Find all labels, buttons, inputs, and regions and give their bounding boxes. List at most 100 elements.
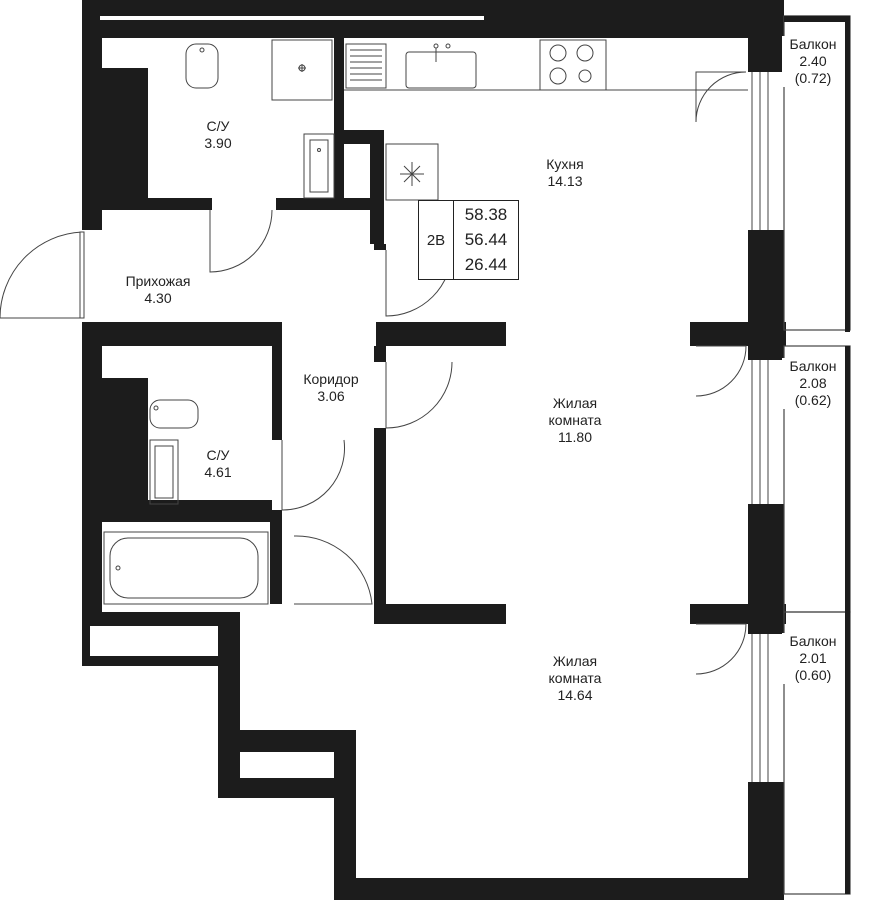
living-rooms-area: 26.44: [464, 255, 508, 274]
fridge-icon: [345, 43, 387, 89]
right-wall-seg3: [748, 346, 784, 360]
living2-label: Жилая комната 14.64: [520, 653, 630, 704]
living1-label: Жилая комната 11.80: [520, 395, 630, 446]
kitchen-balcony-door: [695, 71, 747, 123]
living2-name-line2: комната: [548, 670, 602, 686]
bath1-area: 3.90: [204, 135, 232, 151]
lower-left-top-wall: [82, 612, 240, 626]
stove-icon: [539, 39, 607, 91]
balcony-3-reduced: (0.60): [794, 667, 832, 683]
bath1-niche-wall: [102, 68, 148, 208]
corridor-area: 3.06: [317, 388, 345, 404]
bath1-sink-icon: [303, 133, 335, 199]
balcony-2-area: 2.08: [799, 375, 827, 391]
bottom-wall: [334, 878, 784, 900]
bath2-mid-wall: [102, 500, 272, 522]
balcony-2-name: Балкон: [789, 358, 837, 374]
balcony-1-area: 2.40: [799, 53, 827, 69]
balconies: [783, 15, 851, 895]
living-area-total: 56.44: [464, 230, 508, 249]
corridor-name: Коридор: [303, 371, 359, 387]
hall-area: 4.30: [144, 290, 172, 306]
right-wall-seg2: [748, 230, 784, 322]
balcony-3-area: 2.01: [799, 650, 827, 666]
apartment-summary: 2В 58.38 56.44 26.44: [418, 200, 519, 280]
step-top-wall: [218, 730, 356, 752]
balcony-rail-1: [845, 16, 850, 332]
bath1-label: С/У 3.90: [178, 118, 258, 152]
balcony-1-name: Балкон: [789, 36, 837, 52]
left-wall-upper: [82, 0, 102, 230]
living2-name-line1: Жилая: [552, 653, 598, 669]
balcony-2-reduced: (0.62): [794, 392, 832, 408]
living2-balcony-door: [695, 623, 747, 675]
step-left-wall: [218, 612, 240, 798]
living2-area: 14.64: [557, 687, 593, 703]
hall-bottom-wall: [82, 322, 282, 346]
bottom-left-step-wall: [334, 730, 356, 900]
shower-icon: [271, 39, 333, 101]
bath2-area: 4.61: [204, 464, 232, 480]
living1-balcony-door: [695, 345, 747, 397]
step-cutout: [240, 752, 334, 778]
living1-bottom-wall-left: [374, 604, 506, 624]
kitchen-door-jamb: [374, 244, 386, 250]
total-area: 58.38: [464, 205, 508, 224]
top-strip: [100, 16, 484, 20]
living1-door-swing: [385, 361, 453, 429]
bath2-right-wall-upper: [272, 322, 282, 440]
living1-area: 11.80: [558, 429, 592, 445]
kitchen-bottom-wall-right: [690, 322, 786, 346]
apartment-type-code: 2В: [419, 201, 454, 279]
bath1-name: С/У: [206, 118, 230, 134]
entrance-door-swing: [0, 231, 83, 319]
apartment-areas: 58.38 56.44 26.44: [454, 202, 518, 277]
kitchen-sink-icon: [405, 51, 477, 89]
hall-label: Прихожая 4.30: [108, 273, 208, 307]
bath2-name: С/У: [206, 447, 230, 463]
kitchen-bottom-wall-left: [376, 322, 506, 346]
living2-door-swing: [293, 535, 373, 605]
kitchen-fixtures: [344, 39, 748, 201]
bath1-bottom-wall: [102, 198, 212, 210]
windows: [751, 72, 769, 782]
shaft-right-wall: [370, 144, 384, 244]
bathtub-icon: [103, 531, 269, 605]
bath1-bottom-wall-right: [276, 198, 376, 210]
corridor-label: Коридор 3.06: [286, 371, 376, 405]
lower-left-cutout: [90, 626, 218, 656]
balcony-rail-2: [845, 346, 850, 612]
kitchen-label: Кухня 14.13: [520, 156, 610, 190]
balcony-rail-3: [845, 612, 850, 894]
walls: [82, 0, 786, 900]
balcony-top-cap: [784, 16, 850, 22]
kitchen-area: 14.13: [547, 173, 583, 189]
bath2-fixtures: [103, 399, 269, 605]
right-wall-seg4: [748, 504, 784, 604]
kitchen-name: Кухня: [546, 156, 584, 172]
living1-name-line1: Жилая: [552, 395, 598, 411]
right-wall-seg1: [748, 38, 784, 72]
step-bottom-wall: [218, 778, 356, 798]
balcony-2-label: Балкон 2.08 (0.62): [782, 358, 844, 409]
balcony-1-reduced: (0.72): [794, 70, 832, 86]
living1-left-wall: [374, 428, 386, 624]
living1-name-line2: комната: [548, 412, 602, 428]
vent-shaft-icon: [385, 143, 439, 201]
lower-left-bottom-wall: [82, 656, 240, 666]
living1-bottom-wall-right: [690, 604, 786, 624]
toilet-icon: [185, 43, 219, 89]
hall-name: Прихожая: [125, 273, 191, 289]
balcony-3-name: Балкон: [789, 633, 837, 649]
bath2-right-wall-lower: [270, 510, 282, 604]
bath2-sink-icon: [149, 439, 179, 505]
right-wall-seg5: [748, 624, 784, 634]
toilet2-icon: [149, 399, 199, 429]
balcony-3-label: Балкон 2.01 (0.60): [782, 633, 844, 684]
bath2-niche-wall: [102, 378, 148, 510]
balcony-1-label: Балкон 2.40 (0.72): [782, 36, 844, 87]
vent-icon: [400, 162, 424, 186]
bath1-right-wall: [334, 38, 344, 210]
bath2-door-swing: [281, 439, 345, 511]
shaft-top-wall: [344, 130, 384, 144]
